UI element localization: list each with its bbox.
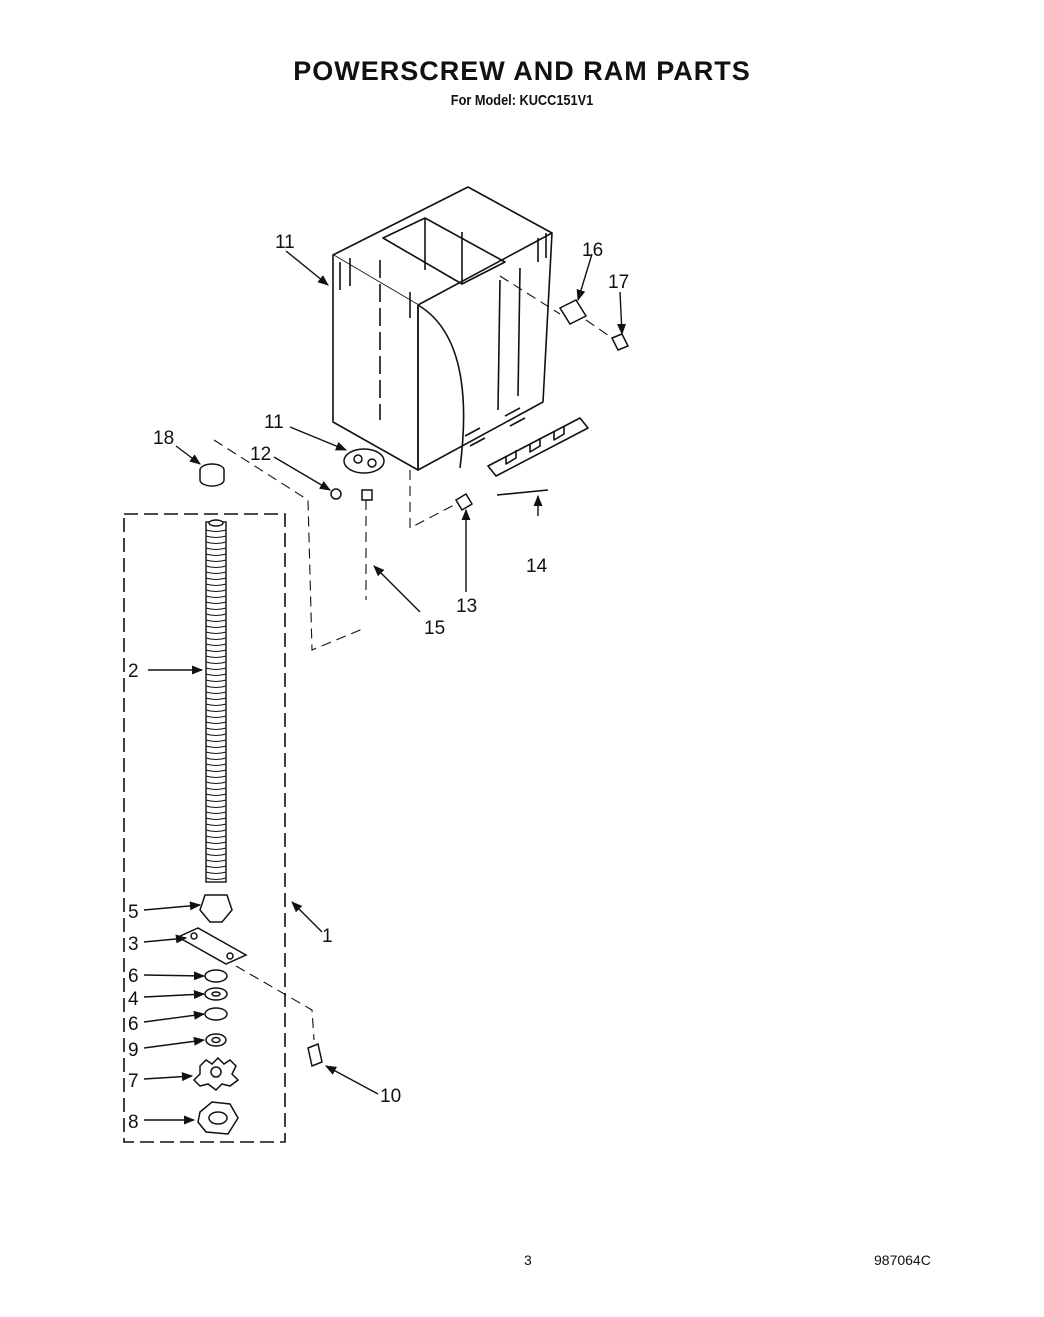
small-parts-drawing [199,299,630,512]
part-label-15: 14 [526,556,548,577]
page-title: POWERSCREW AND RAM PARTS [293,56,751,86]
reference-lines [213,275,613,1041]
powerscrew-drawing [205,519,227,883]
page-number: 3 [524,1252,532,1268]
assembly-boundary [123,513,286,1143]
part-label-3: 3 [128,934,139,955]
model-subtitle: For Model: KUCC151V1 [78,92,965,109]
ram-housing-drawing [332,186,589,496]
part-label-5: 5 [128,902,139,923]
part-label-13: 12 [250,444,271,465]
part-label-10: 10 [380,1086,401,1107]
part-labels: 11 16 17 11 18 12 14 13 15 2 5 1 3 6 4 6… [128,232,629,1133]
model-number: KUCC151V1 [519,92,594,109]
callout-arrows [143,250,626,1125]
part-label-6-lower: 6 [128,1014,139,1035]
lower-stack-drawing [176,894,323,1135]
document-number: 987064C [874,1252,931,1268]
model-prefix: For Model: [450,92,516,109]
part-label-7: 7 [128,1071,139,1092]
part-label-8: 8 [128,1112,139,1133]
part-label-9: 9 [128,1040,139,1061]
part-label-1: 1 [322,926,333,947]
part-label-17: 16 [582,240,603,261]
part-label-18: 17 [608,272,629,293]
part-label-16: 15 [424,618,445,639]
part-label-4: 4 [128,989,139,1010]
part-label-2: 2 [128,661,139,682]
part-label-12: 11 [264,412,284,433]
part-label-6-upper: 6 [128,966,139,987]
part-label-19: 18 [153,428,174,449]
part-label-14: 13 [456,596,477,617]
part-label-11: 11 [275,232,295,253]
